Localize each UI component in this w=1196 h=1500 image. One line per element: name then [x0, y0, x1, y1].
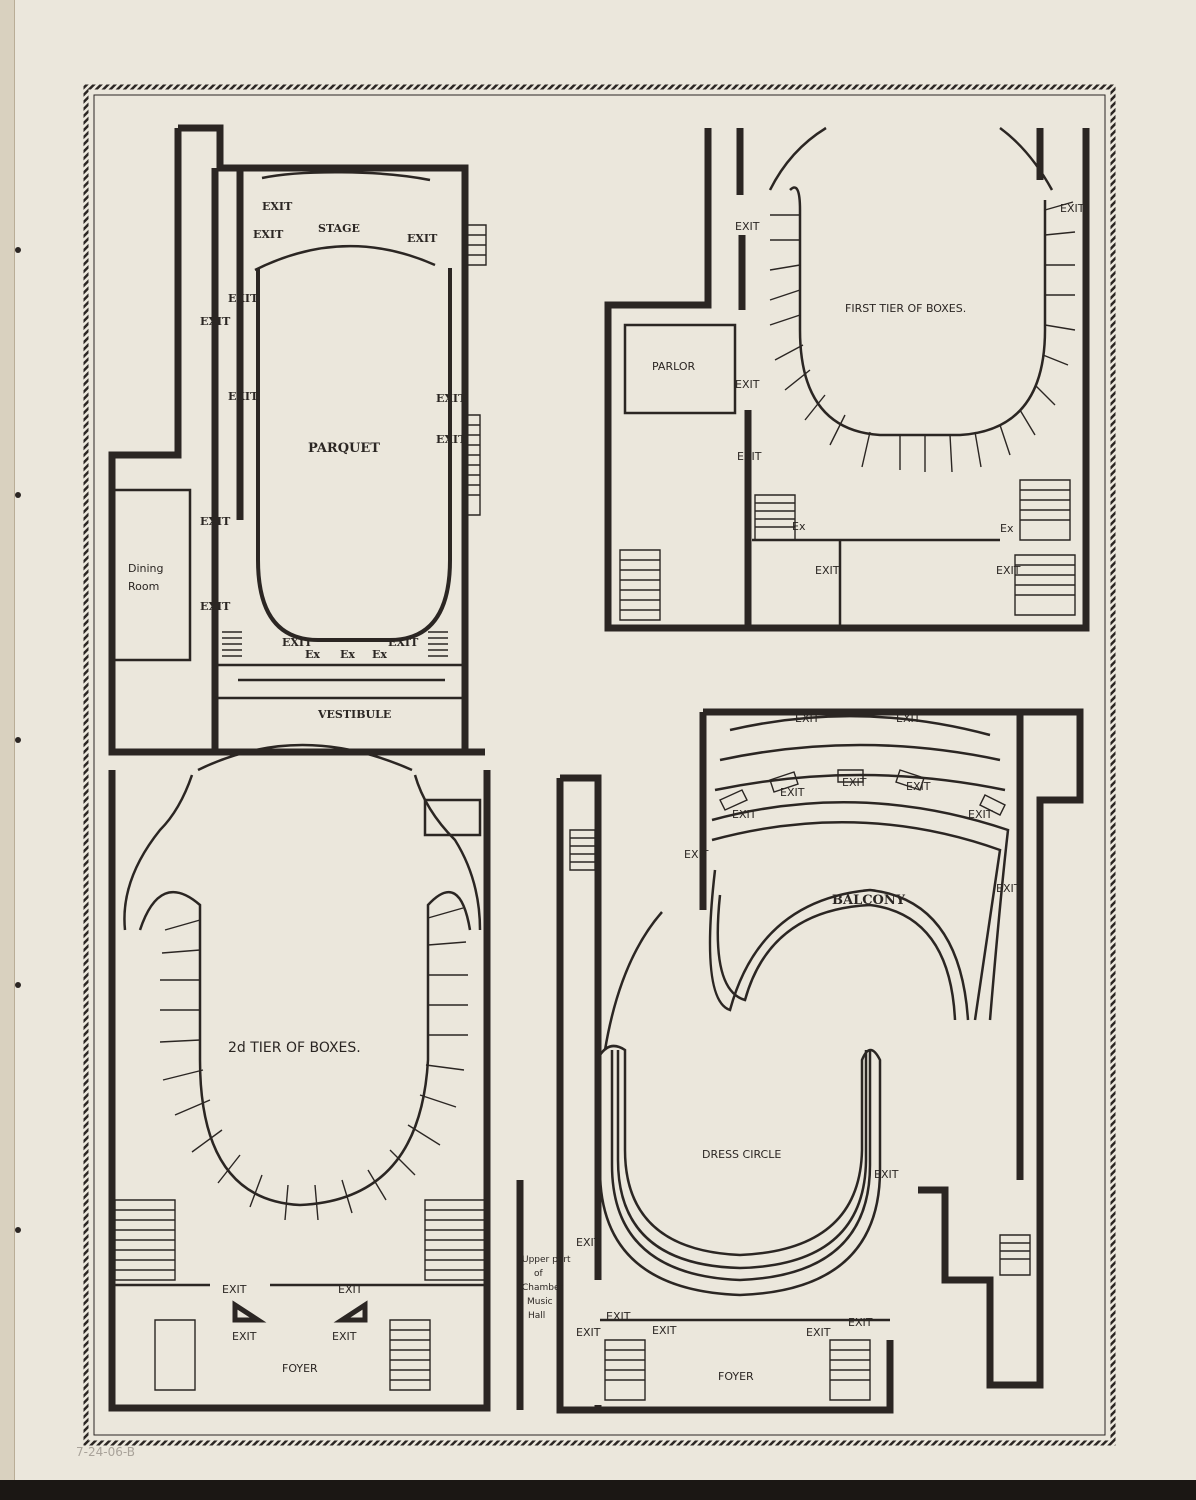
label-exit: EXIT	[874, 1168, 899, 1181]
label-exit: EXIT	[436, 392, 467, 405]
label-balcony: BALCONY	[832, 893, 906, 908]
label-exit: EXIT	[795, 712, 820, 725]
label-exit: EXIT	[842, 776, 867, 789]
label-exit: EXIT	[262, 200, 293, 213]
label-exit: EXIT	[652, 1324, 677, 1337]
label-exit: EXIT	[200, 315, 231, 328]
box-partitions	[114, 907, 486, 1391]
label-exit: EXIT	[338, 1283, 363, 1296]
label-exit: EXIT	[737, 450, 762, 463]
label-ex: Ex	[372, 648, 387, 661]
label-dress-circle: DRESS CIRCLE	[702, 1148, 781, 1161]
label-exit: EXIT	[996, 564, 1021, 577]
label-exit: EXIT	[388, 636, 419, 649]
label-ex: Ex	[1000, 522, 1014, 535]
box-partitions	[619, 201, 1076, 621]
label-exit: EXIT	[1060, 202, 1085, 215]
label-exit: EXIT	[806, 1326, 831, 1339]
label-chamber-line: Chamber	[522, 1283, 564, 1293]
label-exit: EXIT	[576, 1326, 601, 1339]
label-exit: EXIT	[228, 292, 259, 305]
handwritten-note: 7-24-06-B	[76, 1445, 135, 1459]
dress-circle-rows	[598, 1044, 882, 1297]
label-exit: EXIT	[253, 228, 284, 241]
label-exit: EXIT	[200, 515, 231, 528]
label-exit: EXIT	[232, 1330, 257, 1343]
label-chamber-music-hall: Upper part of Chamber Music Hall	[522, 1255, 571, 1321]
label-ex: Ex	[792, 520, 806, 533]
label-parquet: PARQUET	[308, 441, 380, 456]
label-vestibule: VESTIBULE	[317, 708, 391, 721]
label-exit: EXIT	[780, 786, 805, 799]
label-exit: EXIT	[996, 882, 1021, 895]
label-dining-room: Room	[128, 580, 159, 593]
label-exit: EXIT	[684, 848, 709, 861]
label-chamber-line: Upper part	[522, 1255, 571, 1265]
label-exit: EXIT	[200, 600, 231, 613]
label-exit: EXIT	[407, 232, 438, 245]
label-exit: EXIT	[848, 1316, 873, 1329]
label-chamber-line: Hall	[528, 1311, 545, 1321]
label-exit: EXIT	[228, 390, 259, 403]
label-exit: EXIT	[906, 780, 931, 793]
label-chamber-line: of	[534, 1269, 544, 1279]
label-ex: Ex	[305, 648, 320, 661]
label-second-tier-of-boxes: 2d TIER OF BOXES.	[228, 1040, 361, 1056]
binding-edge	[0, 0, 15, 1480]
label-exit: EXIT	[222, 1283, 247, 1296]
label-chamber-line: Music	[527, 1297, 553, 1307]
binding-stitches	[15, 247, 21, 1233]
label-exit: EXIT	[576, 1236, 601, 1249]
label-exit: EXIT	[606, 1310, 631, 1323]
label-exit: EXIT	[735, 220, 760, 233]
page-border	[83, 84, 1116, 1446]
label-stage: STAGE	[318, 222, 360, 235]
balcony-rows	[708, 714, 1010, 1021]
first-tier-floor-plan: PARLOR FIRST TIER OF BOXES. EXIT EXIT EX…	[604, 126, 1090, 632]
label-foyer: FOYER	[282, 1362, 318, 1375]
label-exit: EXIT	[896, 712, 921, 725]
label-exit: EXIT	[332, 1330, 357, 1343]
label-ex: Ex	[340, 648, 355, 661]
label-parlor: PARLOR	[652, 360, 695, 373]
label-exit: EXIT	[732, 808, 757, 821]
label-first-tier-of-boxes: FIRST TIER OF BOXES.	[845, 302, 966, 315]
second-tier-floor-plan: 2d TIER OF BOXES. EXIT EXIT EXIT EXIT FO…	[108, 743, 491, 1412]
balcony-dress-circle-floor-plan: BALCONY DRESS CIRCLE EXIT EXIT EXIT EXIT…	[516, 708, 1084, 1414]
label-dining-room: Dining	[128, 562, 164, 575]
label-exit: EXIT	[815, 564, 840, 577]
label-foyer: FOYER	[718, 1370, 754, 1383]
label-exit: EXIT	[735, 378, 760, 391]
label-exit: EXIT	[436, 433, 467, 446]
parquet-floor-plan: STAGE EXIT EXIT EXIT EXIT EXIT EXIT EXIT…	[108, 124, 487, 756]
label-exit: EXIT	[968, 808, 993, 821]
label-exit: EXIT	[282, 636, 313, 649]
